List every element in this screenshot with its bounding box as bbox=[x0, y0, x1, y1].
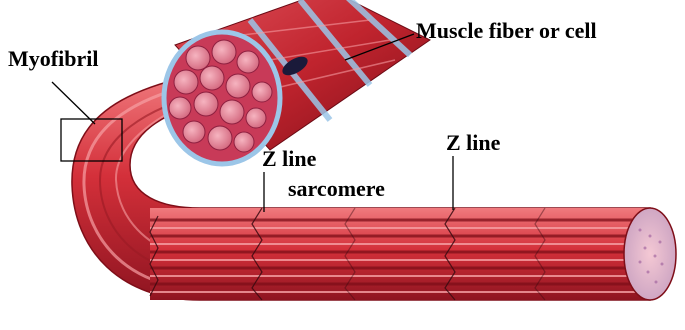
myofibril-segment bbox=[150, 208, 676, 300]
z-line-right-label: Z line bbox=[446, 132, 500, 154]
sarcomere-label: sarcomere bbox=[288, 178, 385, 200]
myofibril-callout-line bbox=[52, 82, 95, 124]
myofibril-label: Myofibril bbox=[8, 48, 98, 70]
muscle-fiber-label: Muscle fiber or cell bbox=[416, 20, 597, 42]
muscle-fiber bbox=[164, 0, 430, 164]
z-line-left-label: Z line bbox=[262, 148, 316, 170]
